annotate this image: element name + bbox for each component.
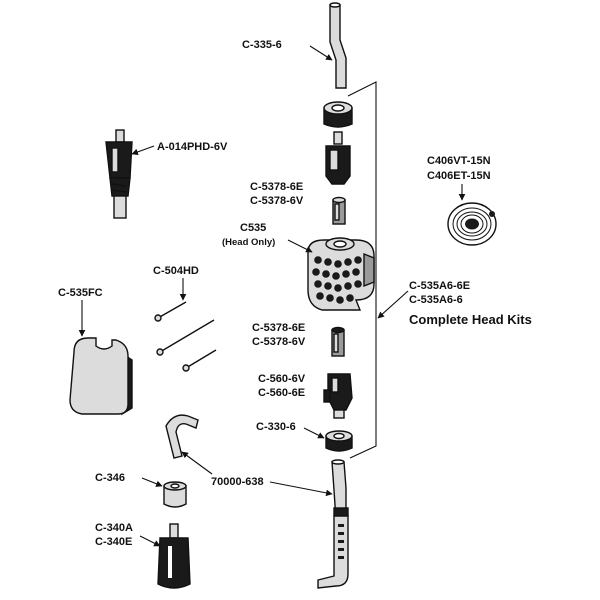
label-cover: C-535FC bbox=[58, 287, 103, 299]
label-valve-2: C-560-6E bbox=[258, 387, 305, 399]
label-spacer: C-346 bbox=[95, 472, 125, 484]
spacer-part bbox=[163, 481, 187, 508]
label-kit-2: C-535A6-6 bbox=[409, 294, 463, 306]
label-insert-upper-2: C-5378-6V bbox=[250, 195, 304, 207]
foot-part bbox=[157, 523, 191, 589]
cover-part bbox=[69, 337, 133, 416]
label-nut-lower: C-330-6 bbox=[256, 421, 296, 433]
tube-top-leader bbox=[309, 45, 333, 61]
probe-leader bbox=[131, 145, 155, 156]
label-valve-1: C-560-6V bbox=[258, 373, 306, 385]
elbow-tube-part bbox=[165, 414, 199, 459]
valve-part bbox=[323, 373, 353, 419]
screws-part bbox=[154, 301, 217, 372]
nut-lower-leader bbox=[303, 427, 325, 439]
label-kit-1: C-535A6-6E bbox=[409, 280, 470, 292]
label-kit-3: Complete Head Kits bbox=[409, 312, 532, 327]
probe-part bbox=[105, 129, 133, 219]
label-gasket-1: C406VT-15N bbox=[427, 155, 491, 167]
lower-insert-part bbox=[331, 326, 345, 357]
label-tube-lower: 70000-638 bbox=[211, 476, 264, 488]
label-gasket-2: C406ET-15N bbox=[427, 170, 491, 182]
foot-leader bbox=[139, 535, 161, 547]
label-foot-1: C-340A bbox=[95, 522, 133, 534]
kit-leader bbox=[377, 290, 409, 319]
label-insert-lower-2: C-5378-6V bbox=[252, 336, 306, 348]
spacer-leader bbox=[141, 477, 163, 487]
elbow-leader bbox=[181, 451, 213, 475]
label-foot-2: C-340E bbox=[95, 536, 132, 548]
top-nut-part bbox=[323, 101, 353, 128]
kit-bracket bbox=[347, 81, 377, 459]
label-probe: A-014PHD-6V bbox=[157, 141, 228, 153]
label-tube-top: C-335-6 bbox=[242, 39, 282, 51]
label-insert-lower-1: C-5378-6E bbox=[252, 322, 305, 334]
lower-tube-part bbox=[317, 459, 349, 589]
label-insert-upper-1: C-5378-6E bbox=[250, 181, 303, 193]
upper-insert-part bbox=[332, 196, 346, 225]
label-screws: C-504HD bbox=[153, 265, 199, 277]
lower-nut-part bbox=[325, 430, 353, 452]
upper-fitting-part bbox=[325, 131, 351, 185]
gasket-part bbox=[447, 202, 497, 246]
tube-lower-leader bbox=[269, 481, 333, 497]
top-tube-part bbox=[329, 2, 347, 89]
head-leader bbox=[287, 239, 313, 253]
label-head-1: C535 bbox=[240, 222, 266, 234]
label-head-2: (Head Only) bbox=[222, 237, 275, 248]
head-part bbox=[307, 237, 375, 311]
